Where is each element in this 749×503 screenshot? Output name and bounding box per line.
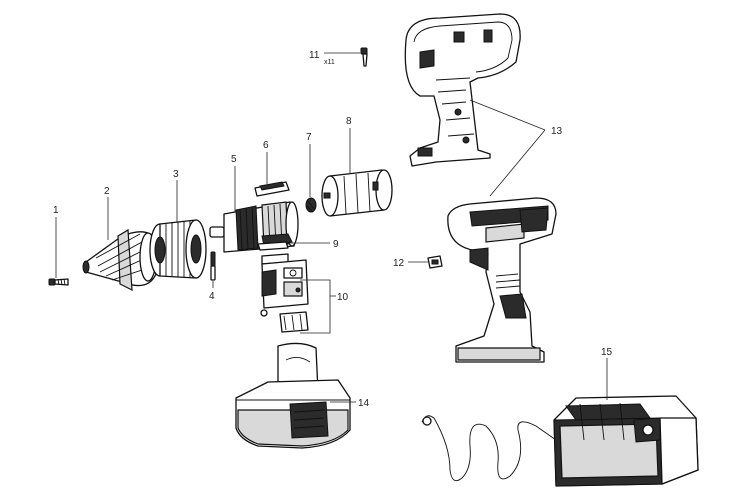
- callout-3: 3: [173, 169, 179, 180]
- callout-12: 12: [393, 258, 405, 269]
- callout-9: 9: [333, 239, 339, 250]
- callout-15: 15: [601, 347, 613, 358]
- callout-13: 13: [551, 126, 563, 137]
- part-10-switch-assembly: [260, 253, 309, 333]
- callout-6: 6: [263, 140, 269, 151]
- part-6-switch-cover: [254, 181, 290, 197]
- part-9-switch-plate: [257, 233, 293, 251]
- part-1-screw: [48, 278, 69, 286]
- part-15-charger: [421, 395, 699, 487]
- callout-10: 10: [337, 292, 349, 303]
- callout-11: 11: [309, 50, 320, 61]
- callout-2: 2: [104, 186, 110, 197]
- part-11-screw: [360, 47, 368, 67]
- part-3-clutch-collar: [149, 219, 207, 279]
- part-2-chuck: [82, 228, 157, 292]
- callout-7: 7: [306, 132, 312, 143]
- callout-5: 5: [231, 154, 237, 165]
- part-13-housing-outer: [447, 197, 557, 363]
- part-14-battery: [235, 342, 351, 449]
- part-7-pinion: [305, 197, 317, 213]
- callout-8: 8: [346, 116, 352, 127]
- part-8-motor: [321, 169, 393, 217]
- callout-1: 1: [53, 205, 59, 216]
- callout-11-quantity: x11: [324, 59, 335, 66]
- callout-14: 14: [358, 398, 370, 409]
- part-4-pin: [210, 251, 216, 281]
- part-13-housing-half-inner: [404, 13, 521, 167]
- callout-4: 4: [209, 291, 215, 302]
- part-12-selector: [427, 255, 443, 269]
